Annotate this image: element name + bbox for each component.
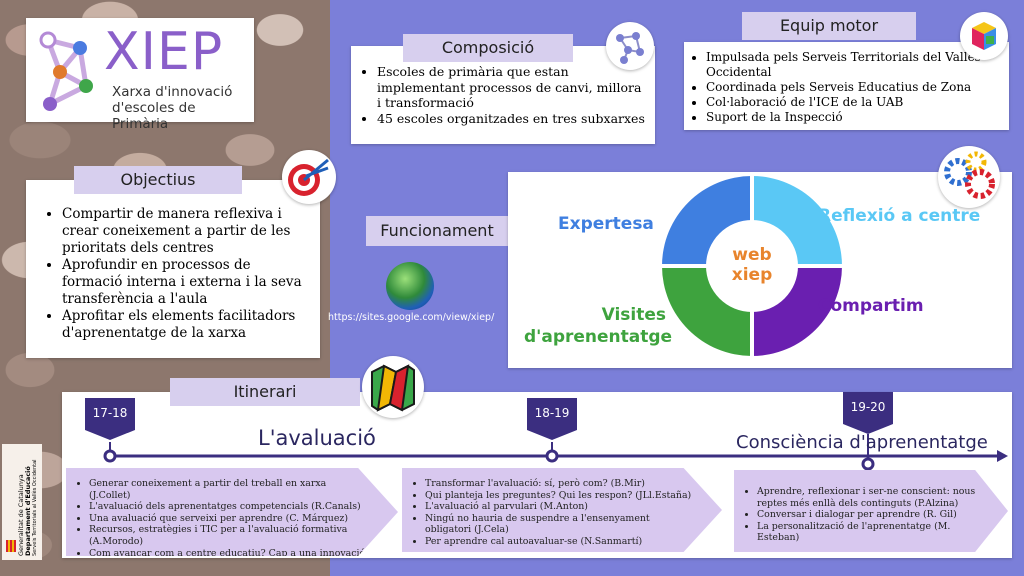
- label-compartim: Compartim: [818, 296, 924, 316]
- label-visites: Visites d'aprenentatge: [524, 304, 673, 348]
- logo-subtitle: Xarxa d'innovació d'escoles de Primària: [112, 84, 254, 132]
- logo-subtitle-line1: Xarxa d'innovació: [112, 84, 233, 100]
- itinerari-item: Aprendre, reflexionar i ser-ne conscient…: [757, 486, 980, 509]
- itinerari-item: Generar coneixement a partir del treball…: [89, 478, 370, 501]
- funcionament-panel: web xiep Expertesa Reflexió a centre Vis…: [508, 172, 1012, 368]
- wheel-segment-reflexio: [752, 176, 842, 266]
- web-xiep-wheel: web xiep: [660, 174, 844, 358]
- composicio-label: Composició: [403, 34, 573, 62]
- composicio-item: 45 escoles organitzades en tres subxarxe…: [377, 111, 645, 127]
- itinerari-item: Recursos, estratègies i TIC per a l'aval…: [89, 524, 370, 547]
- globe-icon: [386, 262, 434, 310]
- itinerari-item: Com avançar com a centre educatiu? Cap a…: [89, 548, 370, 556]
- itinerari-col-1: Generar coneixement a partir del treball…: [66, 468, 398, 556]
- year-badge: 17-18: [85, 398, 135, 440]
- composicio-panel: Escoles de primària que estan implementa…: [351, 46, 655, 144]
- equip-motor-panel: Impulsada pels Serveis Territorials del …: [684, 42, 1009, 130]
- equip-motor-label: Equip motor: [742, 12, 916, 40]
- map-icon: [362, 356, 424, 418]
- timeline-dot: [861, 457, 875, 471]
- itinerari-item: Ningú no hauria de suspendre a l'ensenya…: [425, 513, 694, 536]
- wheel-segment-compartim: [752, 266, 842, 356]
- gears-icon: [938, 146, 1000, 208]
- label-visites-line1: Visites: [601, 305, 666, 325]
- generalitat-line3: Serveis Territorials al Vallès Occidenta…: [32, 459, 38, 556]
- itinerari-item: L'avaluació dels aprenentatges competenc…: [89, 501, 370, 513]
- itinerari-item: Per aprendre cal autoavaluar-se (N.Sanma…: [425, 536, 694, 548]
- site-url[interactable]: https://sites.google.com/view/xiep/: [328, 312, 495, 323]
- logo-subtitle-line2: d'escoles de Primària: [112, 100, 196, 132]
- itinerari-label: Itinerari: [170, 378, 360, 406]
- target-icon: [282, 150, 336, 204]
- composicio-item: Escoles de primària que estan implementa…: [377, 64, 645, 111]
- itinerari-item: Qui planteja les preguntes? Qui les resp…: [425, 490, 694, 502]
- objectius-item: Aprofitar els elements facilitadors d'ap…: [62, 308, 312, 342]
- label-visites-line2: d'aprenentatge: [524, 327, 673, 347]
- objectius-item: Compartir de manera reflexiva i crear co…: [62, 206, 312, 257]
- timeline-dot: [103, 449, 117, 463]
- funcionament-label: Funcionament: [366, 216, 508, 246]
- equip-item: Coordinada pels Serveis Educatius de Zon…: [706, 80, 1001, 95]
- year-badge: 19-20: [843, 392, 893, 434]
- timeline-dot: [545, 449, 559, 463]
- equip-item: Suport de la Inspecció: [706, 110, 1001, 125]
- xiep-logo: XIEP Xarxa d'innovació d'escoles de Prim…: [26, 18, 254, 132]
- wheel-segment-visites: [662, 266, 752, 356]
- itinerari-title-consciencia: Consciència d'aprenentatge: [736, 432, 988, 453]
- generalitat-line2: Departament d'Educació: [24, 466, 32, 556]
- itinerari-item: Transformar l'avaluació: sí, però com? (…: [425, 478, 694, 490]
- itinerari-col-2: Transformar l'avaluació: sí, però com? (…: [402, 468, 722, 552]
- wheel-segment-expertesa: [662, 176, 752, 266]
- label-expertesa: Expertesa: [558, 214, 654, 234]
- itinerari-col-3: Aprendre, reflexionar i ser-ne conscient…: [734, 470, 1008, 552]
- equip-item: Col·laboració de l'ICE de la UAB: [706, 95, 1001, 110]
- network-nodes-icon: [606, 22, 654, 70]
- cube-icon: [960, 12, 1008, 60]
- network-icon: [39, 31, 93, 111]
- label-reflexio: Reflexió a centre: [818, 206, 981, 226]
- itinerari-item: L'avaluació al parvulari (M.Anton): [425, 501, 694, 513]
- timeline-arrow: [997, 450, 1008, 462]
- objectius-item: Aprofundir en processos de formació inte…: [62, 257, 312, 308]
- generalitat-logo: Generalitat de Catalunya Departament d'E…: [2, 444, 42, 560]
- senyera-icon: [6, 540, 16, 552]
- timeline: [103, 434, 1008, 471]
- wheel-center-xiep: xiep: [732, 265, 773, 285]
- itinerari-item: La personalització de l'aprenentatge (M.…: [757, 521, 980, 544]
- itinerari-item: Conversar i dialogar per aprendre (R. Gi…: [757, 509, 980, 521]
- year-badge: 18-19: [527, 398, 577, 440]
- objectius-label: Objectius: [74, 166, 242, 194]
- objectius-panel: Compartir de manera reflexiva i crear co…: [26, 180, 320, 358]
- equip-item: Impulsada pels Serveis Territorials del …: [706, 50, 1001, 80]
- itinerari-item: Una avaluació que serveixi per aprendre …: [89, 513, 370, 525]
- generalitat-text: Generalitat de Catalunya Departament d'E…: [17, 459, 39, 556]
- logo-title: XIEP: [104, 22, 224, 82]
- itinerari-title-avaluacio: L'avaluació: [258, 426, 376, 450]
- wheel-center-web: web: [732, 245, 771, 265]
